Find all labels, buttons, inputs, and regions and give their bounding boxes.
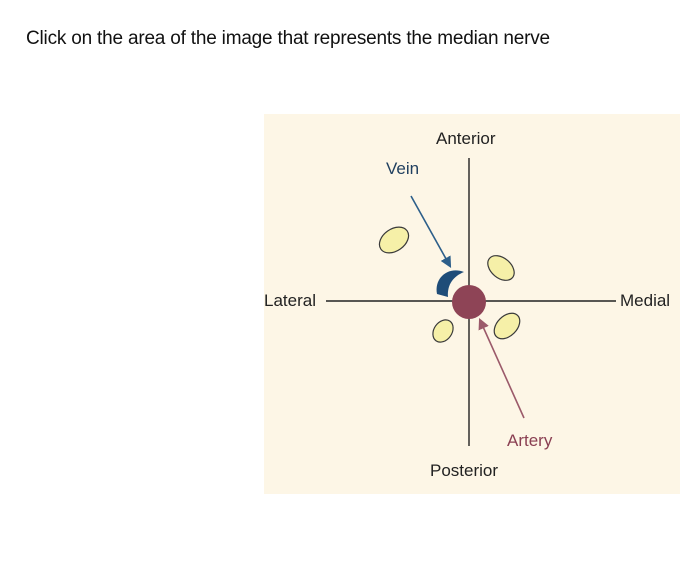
cross-section-diagram[interactable]: Anterior Posterior Vein Artery [264,114,680,494]
nerve-oval-upper-right[interactable] [483,251,519,286]
artery-shape[interactable] [452,285,486,319]
medial-label: Medial [620,292,670,309]
nerve-oval-left[interactable] [375,222,414,258]
anterior-label: Anterior [436,130,496,147]
artery-label: Artery [507,432,552,449]
posterior-label: Posterior [430,462,498,479]
nerve-oval-lower-left[interactable] [429,316,458,346]
nerve-oval-lower-right[interactable] [489,308,524,343]
vein-pointer-arrow [411,196,450,266]
question-prompt: Click on the area of the image that repr… [26,28,550,50]
lateral-label: Lateral [264,292,316,309]
vein-label: Vein [386,160,419,177]
